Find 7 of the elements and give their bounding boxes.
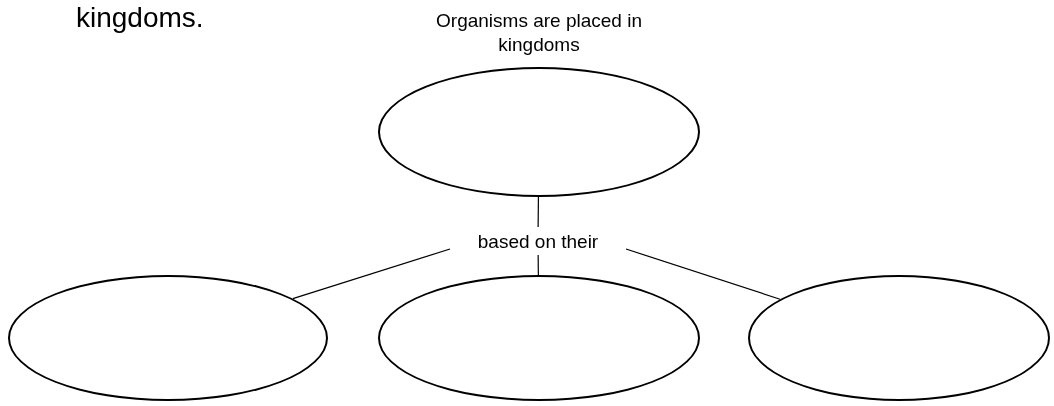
- text-fragment: kingdoms.: [76, 2, 204, 34]
- connector-text: based on their: [477, 231, 599, 251]
- connector-line: [625, 248, 781, 300]
- ellipse-heading: Organisms are placed in kingdoms: [435, 9, 643, 57]
- connector-line: [537, 196, 539, 228]
- connector-line: [292, 248, 451, 300]
- connector-line: [537, 254, 539, 276]
